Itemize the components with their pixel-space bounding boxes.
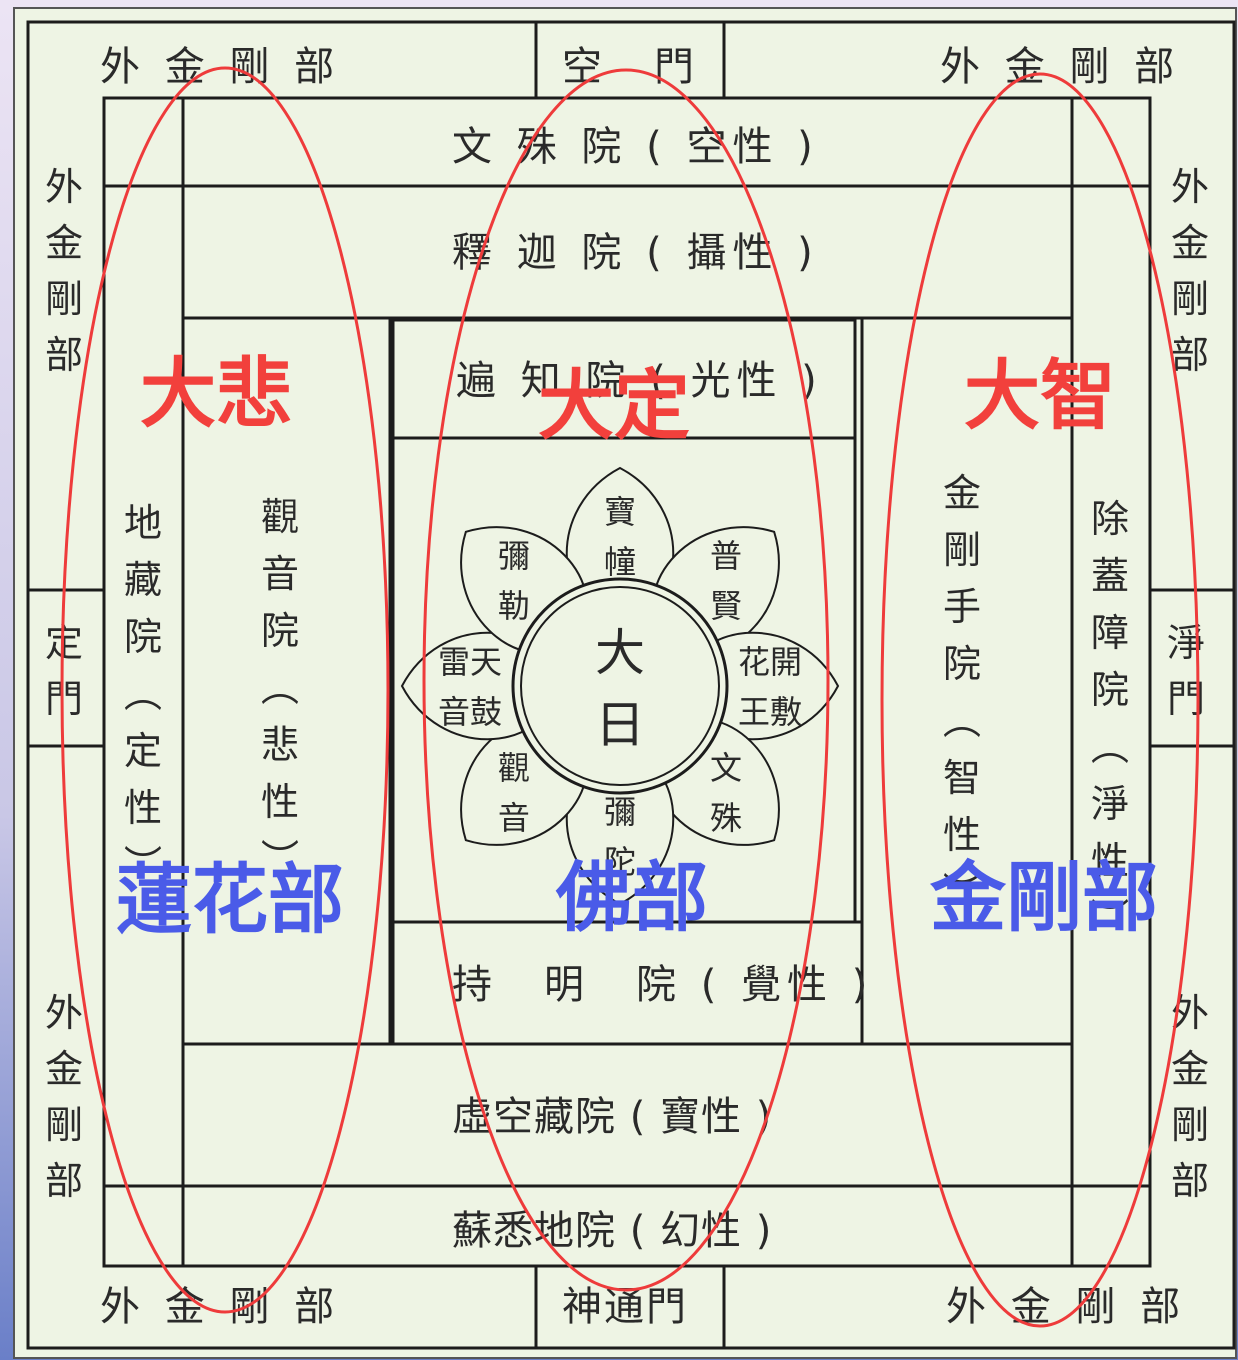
court-kannon-char: 音	[261, 552, 299, 596]
court-jogaisho-char: ︶	[1091, 896, 1129, 940]
overlay-blue-2: 佛部	[555, 853, 708, 942]
outer-left-lower-char: 外	[45, 991, 83, 1035]
court-soshitsuji-label: 蘇悉地院 ( 幻性 )	[452, 1208, 772, 1254]
outer-right-lower-char: 部	[1171, 1159, 1209, 1203]
overlay-red-2: 大定	[538, 361, 690, 450]
outer-right-lower-char: 金	[1171, 1047, 1209, 1091]
lotus-petal-label: 寶	[604, 493, 636, 531]
outer-left-upper-char: 剛	[45, 277, 83, 321]
court-kongoshu-char: 剛	[943, 528, 981, 572]
gate-left-char: 門	[45, 677, 83, 721]
lotus-center-char-1: 大	[595, 624, 645, 682]
overlay-blue-1: 蓮花部	[116, 855, 344, 944]
overlay-blue-3: 金剛部	[929, 853, 1158, 942]
outer-label-bottom-right: 外 金 剛 部	[946, 1284, 1186, 1330]
lotus-petal-label: 音鼓	[438, 693, 502, 731]
outer-label-bottom-left: 外 金 剛 部	[100, 1284, 340, 1330]
court-jogaisho-char: 障	[1091, 611, 1129, 655]
court-jizo-char: ︵	[124, 672, 162, 716]
court-jimyo-label: 持 明 院 ( 覺性 )	[452, 962, 873, 1008]
ellipse-vajra-section	[880, 72, 1200, 1328]
court-jogaisho-char: 蓋	[1091, 554, 1129, 598]
court-jizo-char: 地	[124, 501, 162, 545]
outer-right-lower-char: 剛	[1171, 1103, 1209, 1147]
gate-right-char: 淨	[1167, 621, 1205, 665]
court-jogaisho-char: 性	[1091, 839, 1129, 883]
lotus-petal-label: 陀	[604, 843, 636, 881]
lotus-petal-label: 勒	[498, 587, 530, 625]
court-kannon-char: 觀	[261, 495, 299, 539]
lotus-petal-label: 花開	[738, 643, 802, 681]
court-jizo-char: 院	[124, 615, 162, 659]
outer-right-upper-char: 部	[1171, 333, 1209, 377]
court-jogaisho-char: 淨	[1091, 782, 1129, 826]
outer-left-upper-char: 部	[45, 333, 83, 377]
ellipse-lotus-section	[60, 66, 390, 1314]
ellipse-buddha-section	[422, 68, 830, 1292]
court-kongoshu-char: 智	[943, 756, 981, 800]
outer-label-top-left: 外 金 剛 部	[100, 44, 340, 90]
court-kannon-char: ︵	[261, 666, 299, 710]
outer-label-top-right: 外 金 剛 部	[940, 44, 1180, 90]
lotus-petal-label: 音	[498, 799, 530, 837]
outer-right-upper-char: 金	[1171, 221, 1209, 265]
lotus-petal-label: 普	[710, 537, 742, 575]
outer-left-lower-char: 部	[45, 1159, 83, 1203]
court-jogaisho-char: 院	[1091, 668, 1129, 712]
outer-right-upper-char: 剛	[1171, 277, 1209, 321]
outer-right-upper-char: 外	[1171, 165, 1209, 209]
outer-left-upper-char: 金	[45, 221, 83, 265]
court-shaka-label: 釋 迦 院 ( 攝性 )	[452, 230, 819, 276]
court-kannon-char: 院	[261, 609, 299, 653]
outer-left-lower-char: 金	[45, 1047, 83, 1091]
gate-bottom-label: 神通門	[562, 1284, 688, 1330]
court-kokuzo-label: 虛空藏院 ( 寶性 )	[452, 1094, 772, 1140]
central-court	[391, 318, 857, 924]
court-kongoshu-char: 手	[943, 585, 981, 629]
lotus-petal-label: 殊	[710, 799, 742, 837]
lotus-petal-label: 賢	[710, 587, 742, 625]
lotus-center-char-2: 日	[595, 696, 645, 754]
court-jogaisho-char: ︵	[1091, 725, 1129, 769]
overlay-red-3: 大智	[964, 351, 1116, 440]
court-monju-label: 文 殊 院 ( 空性 )	[452, 124, 819, 170]
overlay-red-1: 大悲	[140, 349, 292, 438]
court-jizo-char: 性	[124, 786, 162, 830]
outer-left-lower-char: 剛	[45, 1103, 83, 1147]
court-kongoshu-char: 院	[943, 642, 981, 686]
court-kongoshu-char: ︵	[943, 699, 981, 743]
inner-court-border	[102, 96, 1152, 1268]
lotus-petal-label: 觀	[498, 749, 530, 787]
court-kongoshu-char: 金	[943, 471, 981, 515]
court-kannon-char: 性	[261, 780, 299, 824]
lotus-petal-label: 王敷	[738, 693, 802, 731]
outer-left-upper-char: 外	[45, 165, 83, 209]
court-kannon-char: ︶	[261, 837, 299, 881]
lotus-center-inner	[520, 586, 720, 786]
court-jizo-char: ︶	[124, 843, 162, 887]
lotus-petal-label: 彌	[498, 537, 530, 575]
court-jogaisho-char: 除	[1091, 497, 1129, 541]
lotus-petal-label: 彌	[604, 793, 636, 831]
court-jizo-char: 藏	[124, 558, 162, 602]
court-henchi-label: 遍 知 院 ( 光性 )	[456, 358, 823, 404]
court-kannon-char: 悲	[261, 723, 299, 767]
court-kongoshu-char: 性	[943, 813, 981, 857]
court-kongoshu-char: ︶	[943, 870, 981, 914]
lotus-petal-label: 雷天	[438, 643, 502, 681]
lotus-petal-label: 文	[710, 749, 742, 787]
court-jizo-char: 定	[124, 729, 162, 773]
lotus-petal-label: 幢	[604, 543, 636, 581]
